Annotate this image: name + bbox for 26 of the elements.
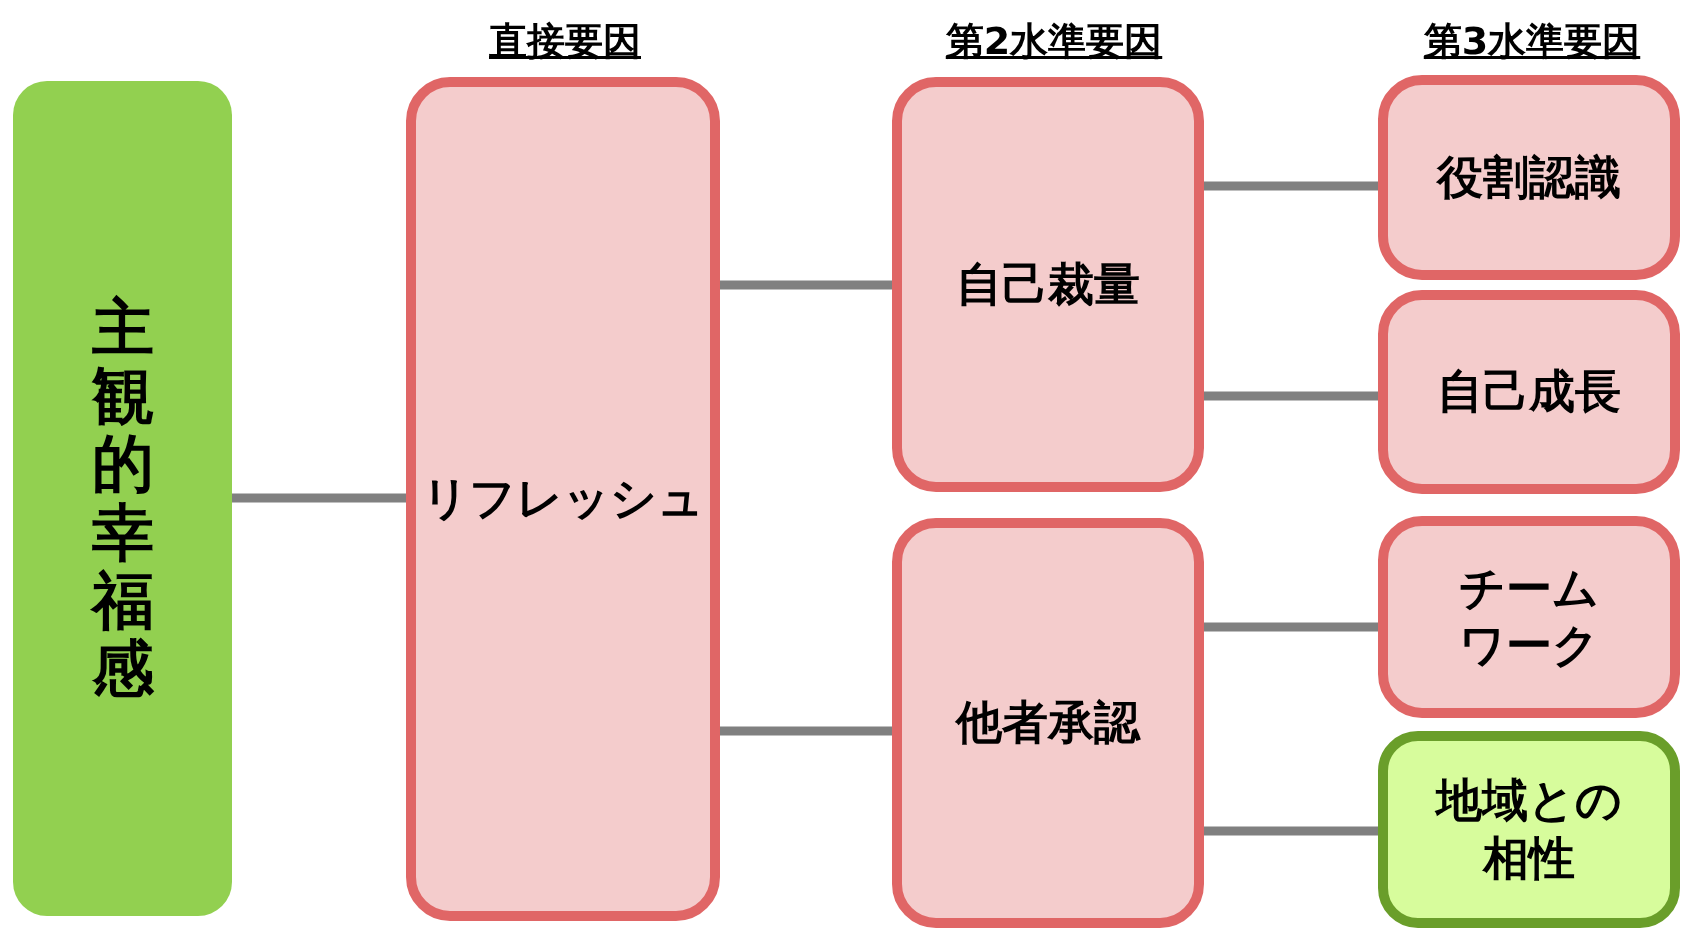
- factor-box: [1378, 75, 1680, 280]
- factor-box: [406, 77, 720, 921]
- factor-box: [892, 77, 1204, 492]
- connector-line: [720, 726, 892, 736]
- connector-line: [720, 280, 892, 290]
- connector-line: [1204, 826, 1378, 836]
- factor-box: [1378, 731, 1680, 928]
- factor-box: [1378, 290, 1680, 494]
- factor-box: [1378, 516, 1680, 718]
- factor-box: [892, 518, 1204, 928]
- outcome-box: [13, 81, 232, 916]
- connector-line: [1204, 181, 1378, 191]
- box-label: 役割認識: [1437, 148, 1621, 206]
- box-label: 地域との相性: [1433, 772, 1623, 887]
- box-label: チームワーク: [1458, 559, 1600, 674]
- column-heading: 直接要因: [489, 18, 641, 65]
- box-label: 自己成長: [1437, 363, 1621, 421]
- connector-line: [1204, 622, 1378, 632]
- box-label: 自己裁量: [956, 255, 1140, 313]
- box-label: 他者承認: [956, 694, 1140, 752]
- connector-line: [1204, 391, 1378, 401]
- column-heading: 第2水準要因: [945, 18, 1163, 65]
- box-label: 主観的幸福感: [91, 293, 154, 704]
- box-label: リフレッシュ: [422, 470, 704, 528]
- column-heading: 第3水準要因: [1423, 18, 1641, 65]
- connector-line: [232, 493, 406, 503]
